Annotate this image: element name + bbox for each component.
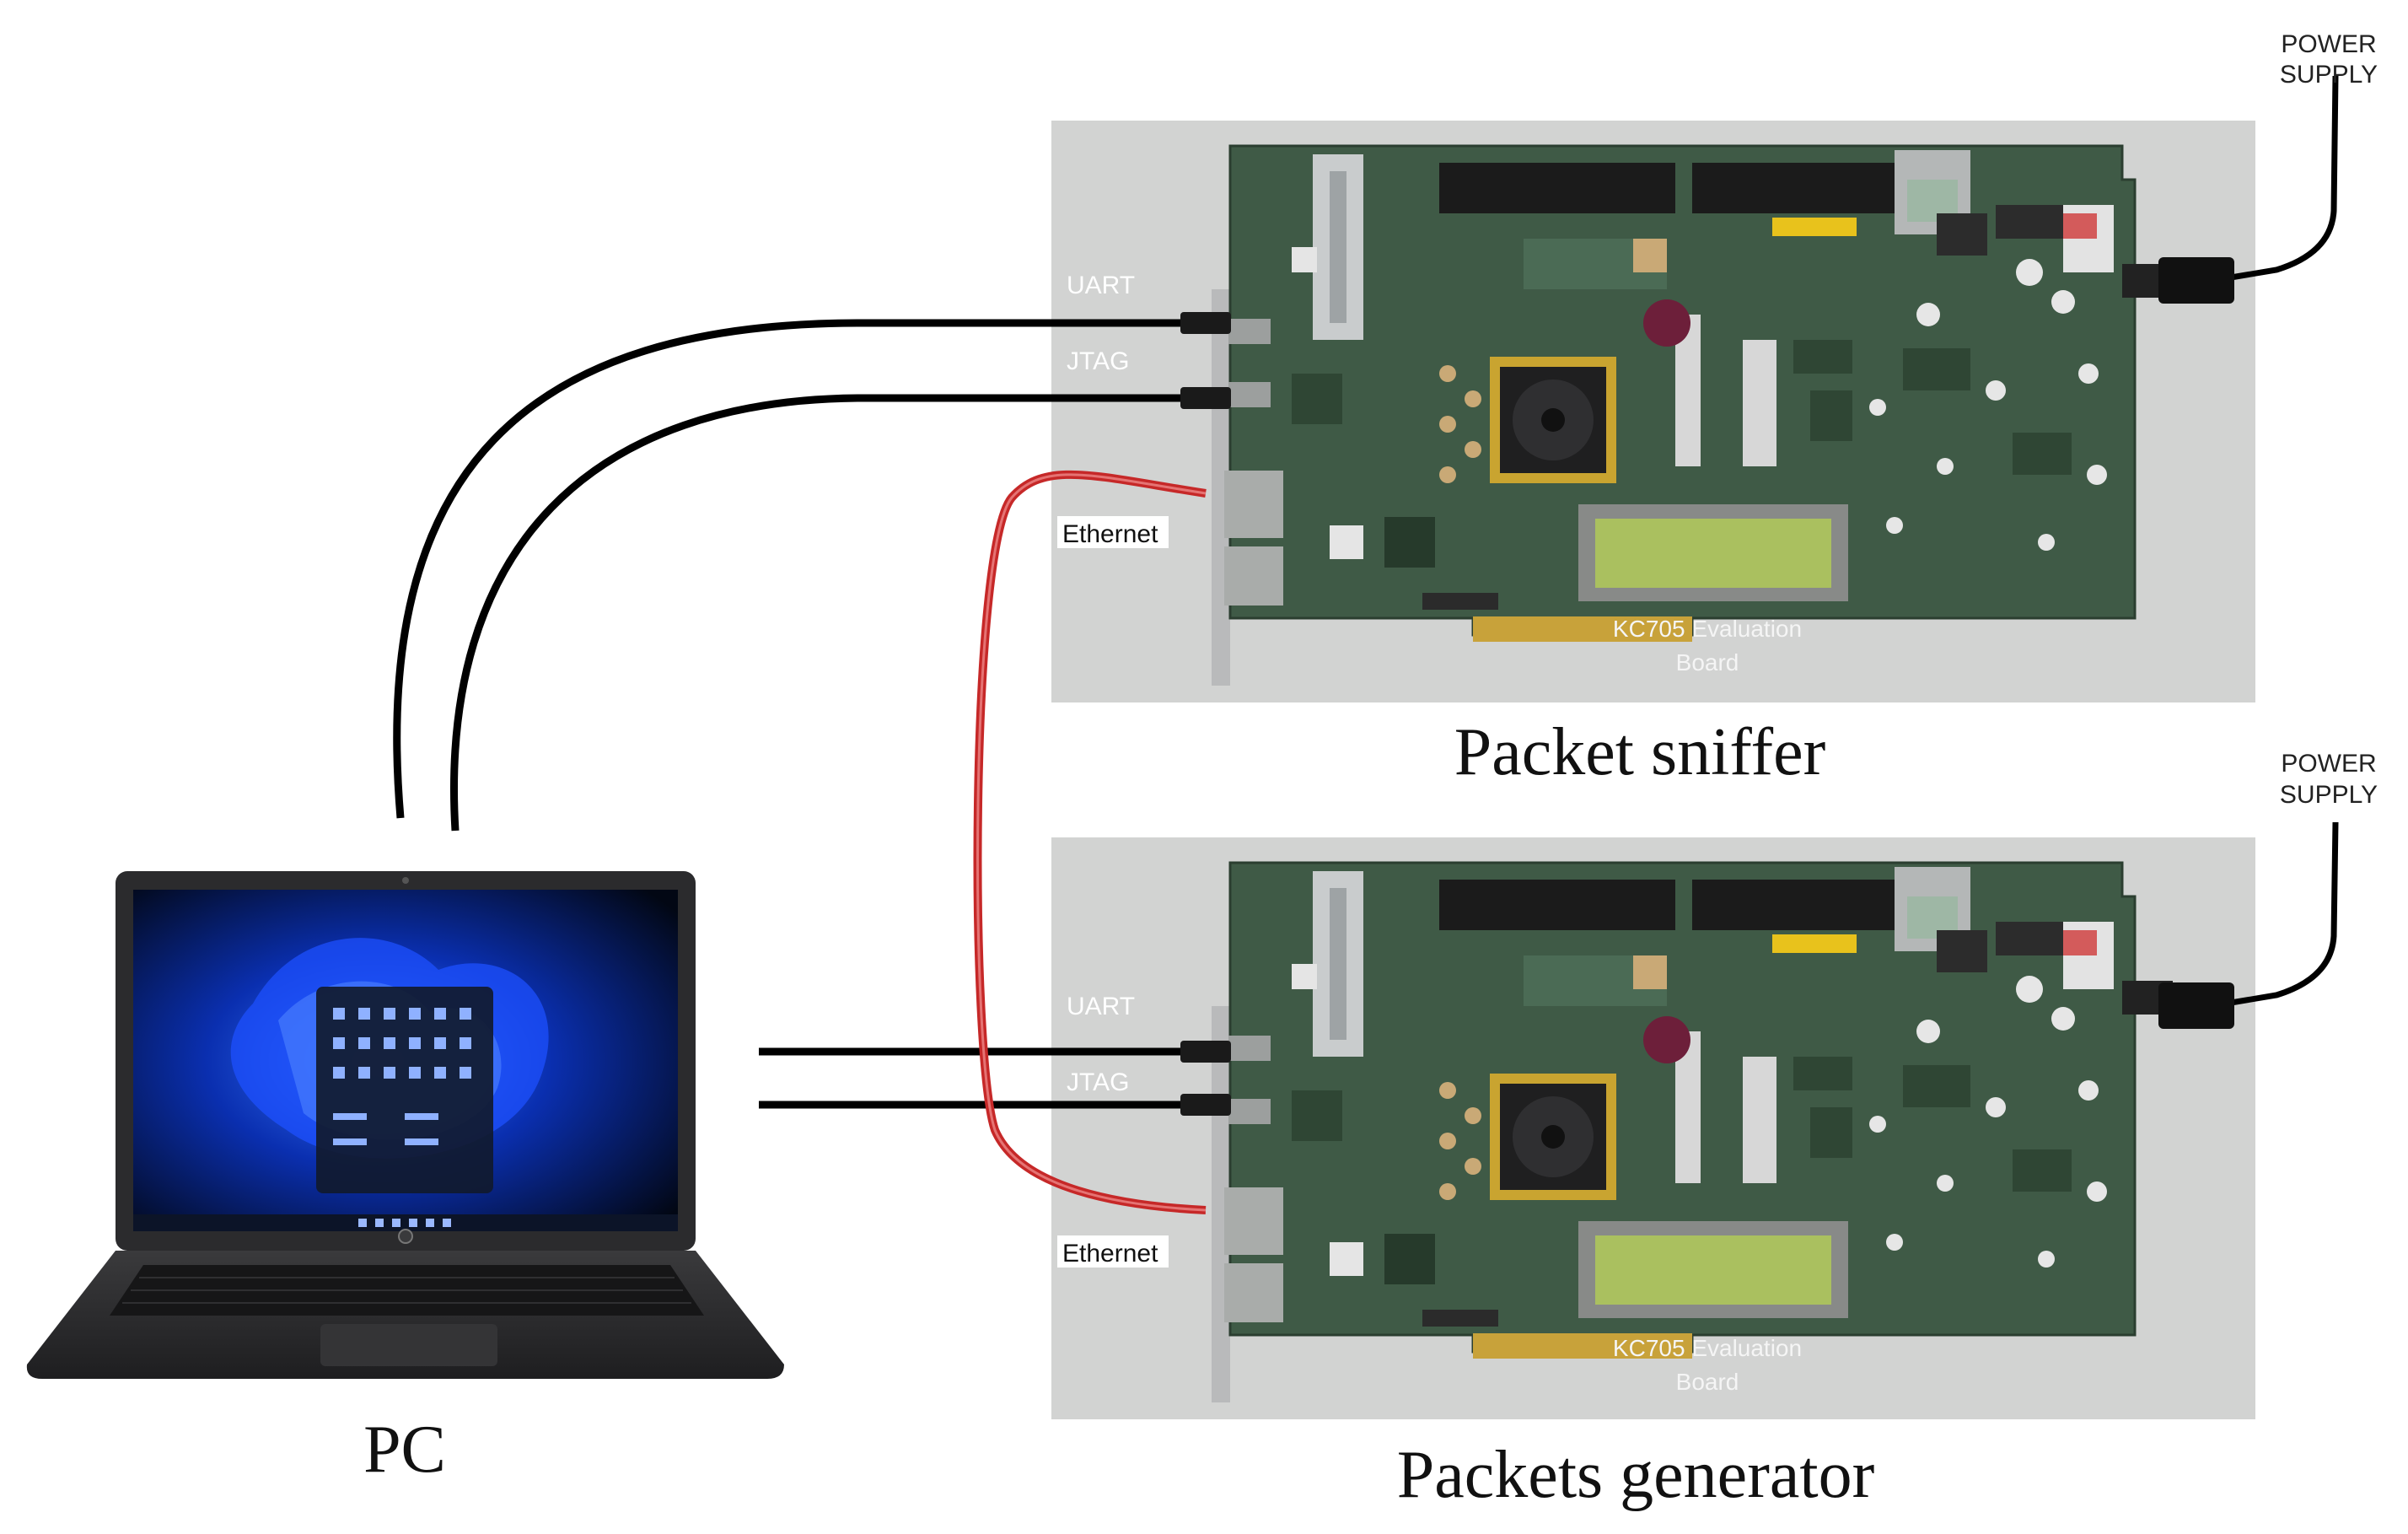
uart-label: UART xyxy=(1067,272,1135,299)
uart-label: UART xyxy=(1067,993,1135,1020)
ethernet-label-bg xyxy=(1057,516,1169,548)
jtag-label: JTAG xyxy=(1067,1068,1129,1096)
power-supply-label-line1: POWER xyxy=(2281,30,2376,58)
ethernet-cable-highlight xyxy=(976,473,1207,1212)
jtag-cable-top xyxy=(450,394,1197,832)
board-photo xyxy=(1050,836,2257,1421)
board-label-line1: KC705 Evaluation xyxy=(1613,616,1802,642)
packet-sniffer-board: POWER SUPPLY UART JTAG Ethernet KC705 Ev… xyxy=(1050,30,2378,789)
uart-cable-top xyxy=(393,319,1197,819)
pc-label: PC xyxy=(363,1413,446,1487)
logo-icon xyxy=(398,1229,413,1244)
power-plug xyxy=(2158,257,2234,304)
taskbar xyxy=(133,1214,678,1231)
laptop: PC xyxy=(26,871,785,1487)
power-cable xyxy=(2225,821,2339,1007)
power-supply-label-line2: SUPPLY xyxy=(2280,61,2378,89)
packets-generator-board: POWER SUPPLY UART JTAG Ethernet KC705 Ev… xyxy=(1050,750,2378,1512)
power-cable xyxy=(2225,75,2339,282)
jtag-label: JTAG xyxy=(1067,347,1129,375)
pc-cables xyxy=(393,312,1231,1116)
ethernet-label: Ethernet xyxy=(1062,520,1158,548)
power-supply-label-line1: POWER xyxy=(2281,750,2376,778)
packet-sniffer-caption: Packet sniffer xyxy=(1454,715,1826,789)
ethernet-label-bg xyxy=(1057,1235,1169,1268)
packets-generator-caption: Packets generator xyxy=(1397,1438,1874,1512)
board-label-line2: Board xyxy=(1676,649,1739,675)
ethernet-label: Ethernet xyxy=(1062,1240,1158,1268)
power-plug xyxy=(2158,982,2234,1029)
board-label-line1: KC705 Evaluation xyxy=(1613,1335,1802,1361)
touchpad xyxy=(320,1324,497,1366)
power-supply-label-line2: SUPPLY xyxy=(2280,781,2378,809)
board-label-line2: Board xyxy=(1676,1369,1739,1395)
